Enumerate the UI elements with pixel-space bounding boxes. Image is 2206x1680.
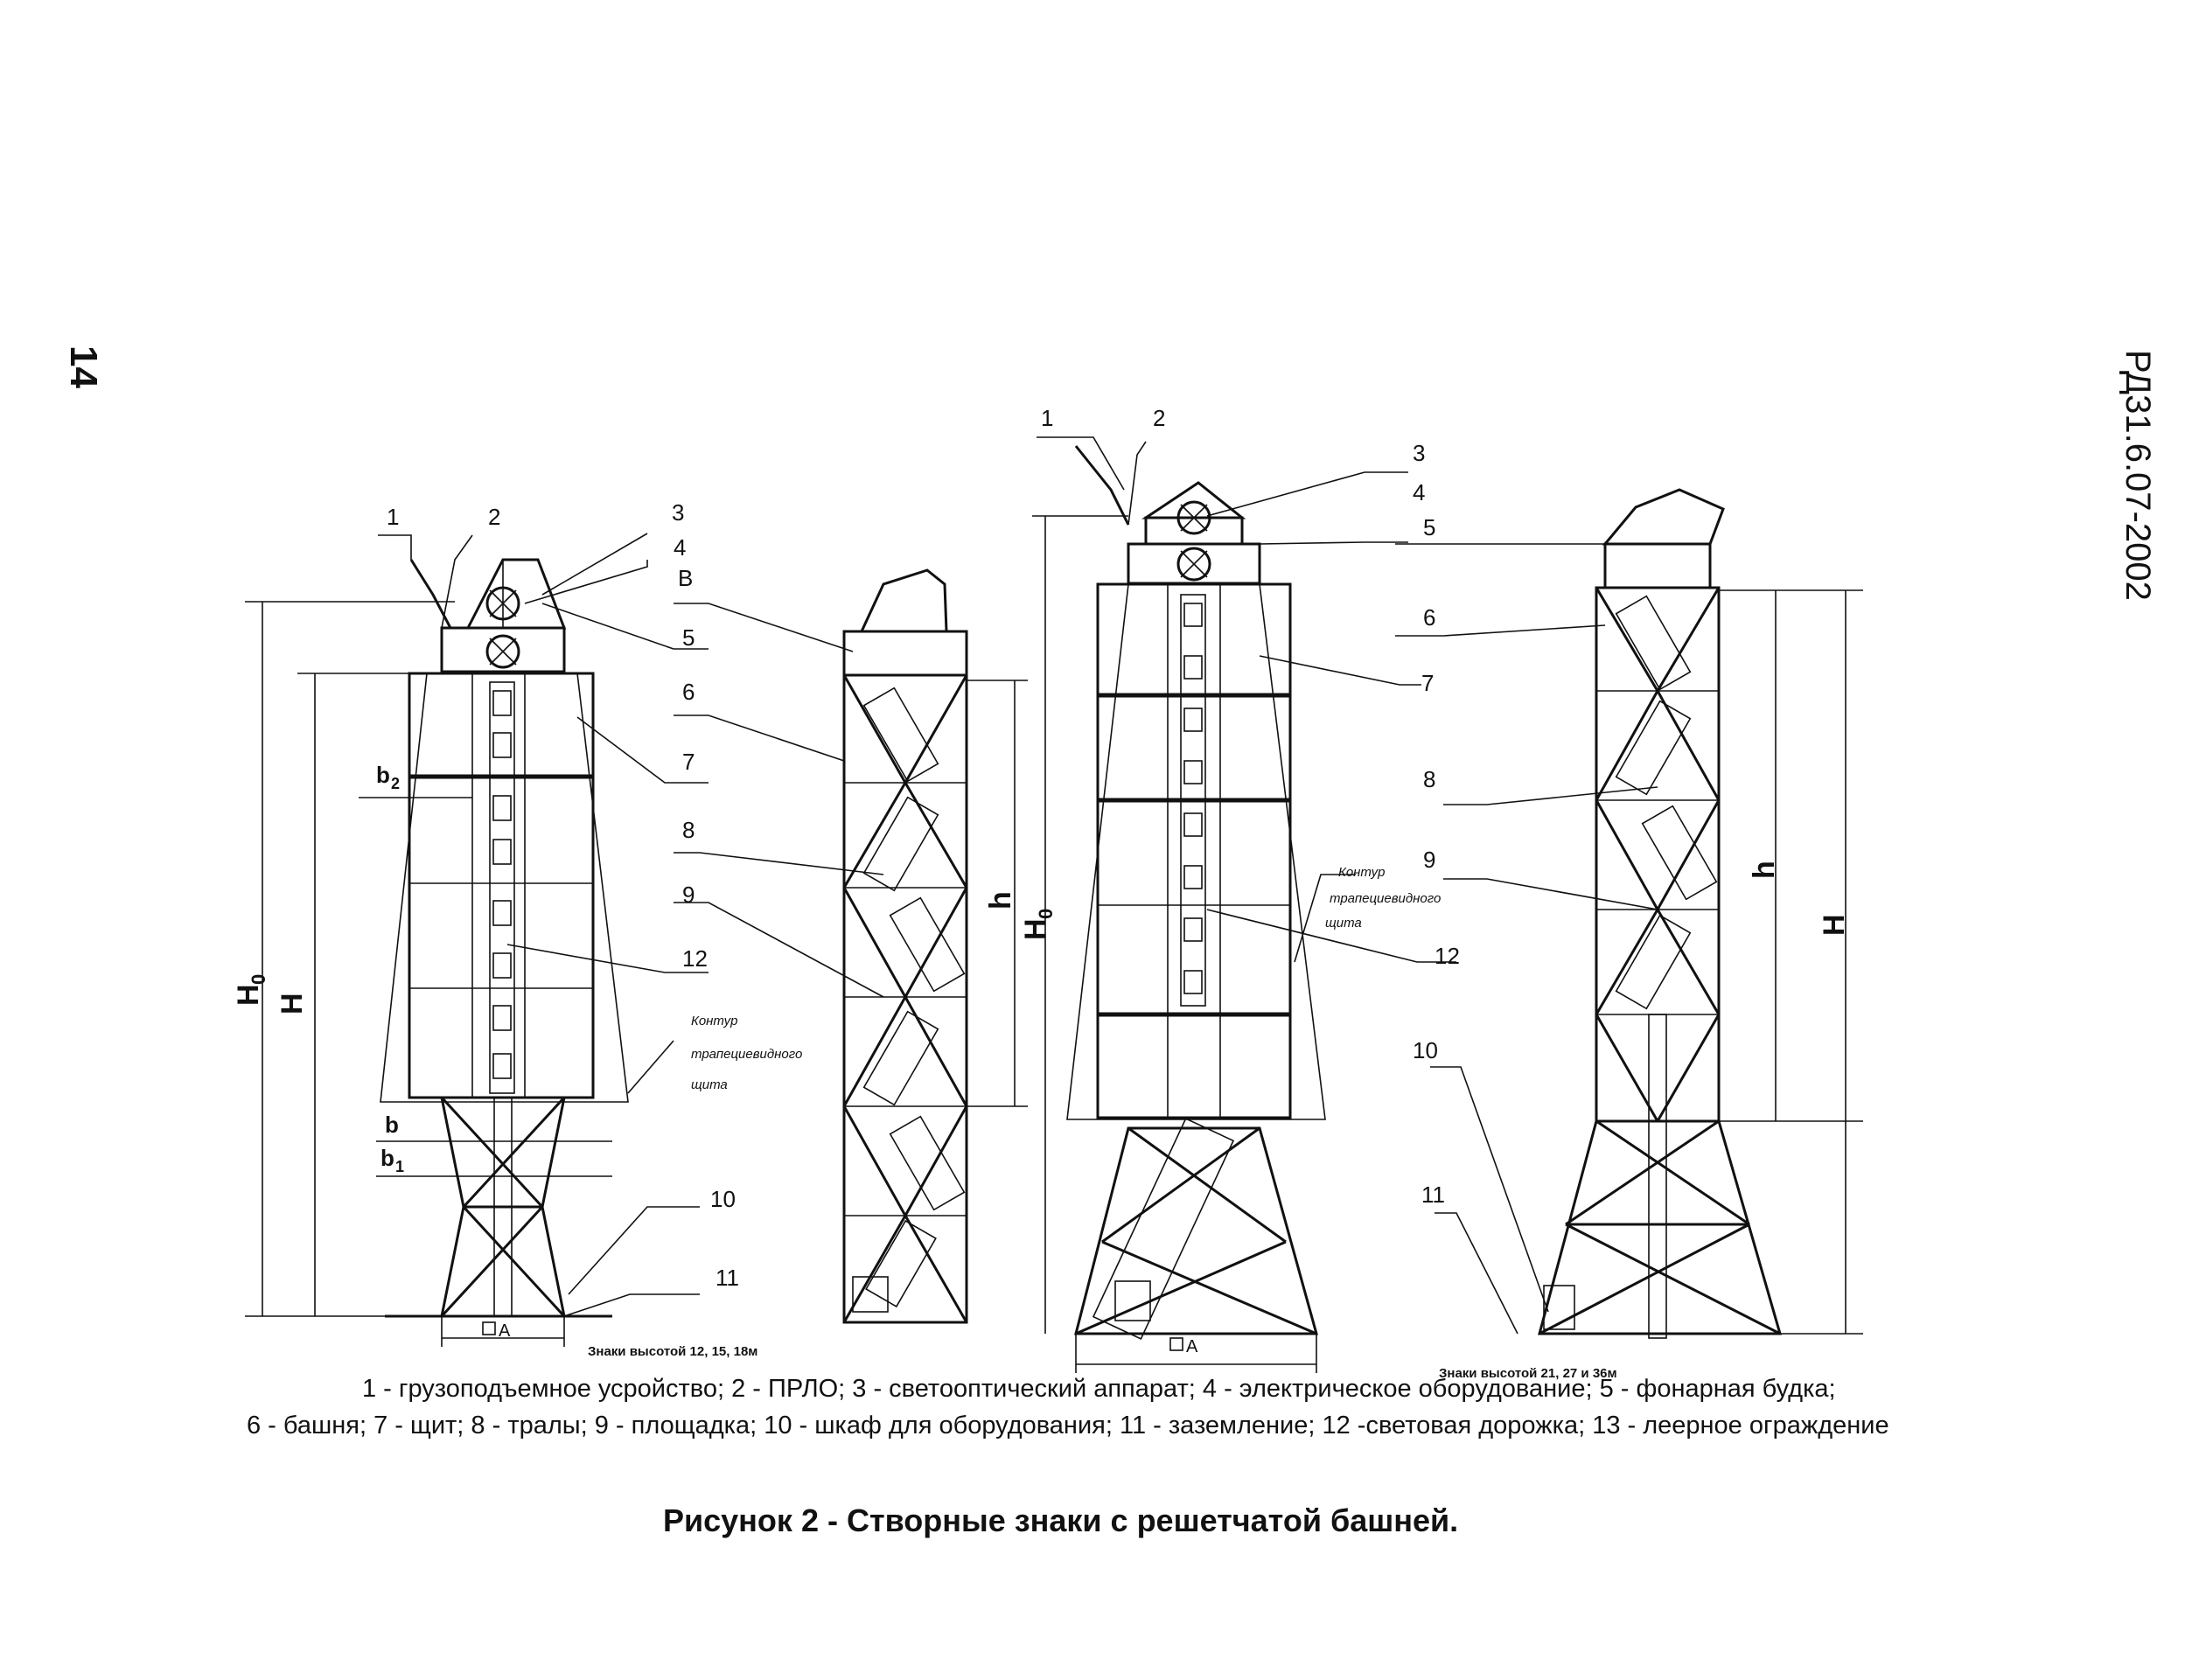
svg-text:трапециевидного: трапециевидного: [691, 1047, 802, 1062]
dim-A-large: A: [1169, 1337, 1198, 1356]
callout-8: 8: [682, 817, 695, 843]
callout-B: В: [678, 565, 693, 591]
callout-9-large: 9: [1423, 847, 1435, 873]
callout-10-large: 10: [1413, 1037, 1438, 1063]
dim-b: b: [385, 1112, 399, 1138]
callout-8-large: 8: [1423, 766, 1435, 792]
svg-text:0: 0: [1035, 909, 1057, 919]
callout-3-large: 3: [1413, 440, 1425, 466]
callout-7: 7: [682, 749, 695, 775]
callout-9: 9: [682, 882, 695, 908]
svg-text:щита: щита: [1325, 916, 1362, 931]
figure-caption: Рисунок 2 - Створные знаки с решетчатой …: [663, 1502, 1459, 1538]
tower-large-front: [1032, 445, 1326, 1373]
dim-H0-large: H 0: [1019, 909, 1057, 940]
dim-H-large: H: [1818, 914, 1851, 936]
tower-small-front: [245, 558, 629, 1347]
legend-line-2: 6 - башня; 7 - щит; 8 - тралы; 9 - площа…: [247, 1412, 1889, 1440]
callout-2-large: 2: [1153, 405, 1165, 431]
legend-line-1: 1 - грузоподъемное усройство; 2 - ПРЛО; …: [362, 1375, 1836, 1403]
tower-large-side: [1538, 488, 1863, 1339]
dim-h-large: h: [1748, 861, 1781, 879]
callout-5-large: 5: [1423, 514, 1435, 540]
svg-text:Контур: Контур: [1338, 865, 1385, 880]
callout-4: 4: [674, 534, 686, 561]
dimension-labels: H 0 H b b 1 b 2 A h H 0 A h H: [232, 762, 1851, 1356]
svg-text:Контур: Контур: [691, 1014, 737, 1028]
tower-small-side: [842, 568, 1028, 1324]
callout-1: 1: [387, 504, 399, 530]
svg-text:1: 1: [395, 1158, 404, 1175]
svg-text:2: 2: [391, 775, 400, 792]
callout-labels: 1 2 3 4 5 7 12 10 11 В 6 8 9 1 2 3 4 5 6…: [387, 405, 1460, 1291]
callout-10: 10: [710, 1186, 736, 1212]
leader-lines: [378, 436, 1658, 1335]
callout-7-large: 7: [1421, 670, 1434, 696]
dim-H: H: [276, 993, 309, 1014]
contour-annotation-small: Контур трапециевидного щита: [691, 1014, 802, 1092]
callout-12-large: 12: [1435, 943, 1460, 969]
dim-b1: b 1: [380, 1145, 404, 1175]
dim-h-small: h: [984, 891, 1017, 910]
callout-11: 11: [716, 1265, 739, 1291]
svg-text:A: A: [1186, 1337, 1198, 1356]
dim-b2: b 2: [376, 762, 400, 792]
contour-annotation-large: Контур трапециевидного щита: [1325, 865, 1441, 931]
dim-A-small: A: [482, 1321, 511, 1341]
callout-11-large: 11: [1421, 1182, 1445, 1208]
svg-text:b: b: [380, 1145, 394, 1171]
svg-text:0: 0: [248, 974, 269, 985]
callout-3: 3: [672, 499, 684, 526]
svg-text:трапециевидного: трапециевидного: [1330, 891, 1441, 906]
svg-text:A: A: [499, 1321, 511, 1341]
callout-6-large: 6: [1423, 604, 1435, 631]
svg-text:b: b: [376, 762, 390, 788]
callout-1-large: 1: [1041, 405, 1053, 431]
caption-small-towers: Знаки высотой 12, 15, 18м: [588, 1344, 757, 1359]
callout-4-large: 4: [1413, 479, 1425, 505]
callout-2: 2: [488, 504, 500, 530]
caption-large-towers: Знаки высотой 21, 27 и 36м: [1439, 1366, 1617, 1381]
svg-text:щита: щита: [691, 1077, 728, 1092]
callout-6: 6: [682, 679, 695, 705]
callout-12: 12: [682, 945, 708, 972]
svg-text:H: H: [232, 984, 265, 1006]
callout-5: 5: [682, 624, 695, 651]
dim-H0: H 0: [232, 974, 269, 1006]
svg-text:H: H: [1019, 918, 1052, 940]
